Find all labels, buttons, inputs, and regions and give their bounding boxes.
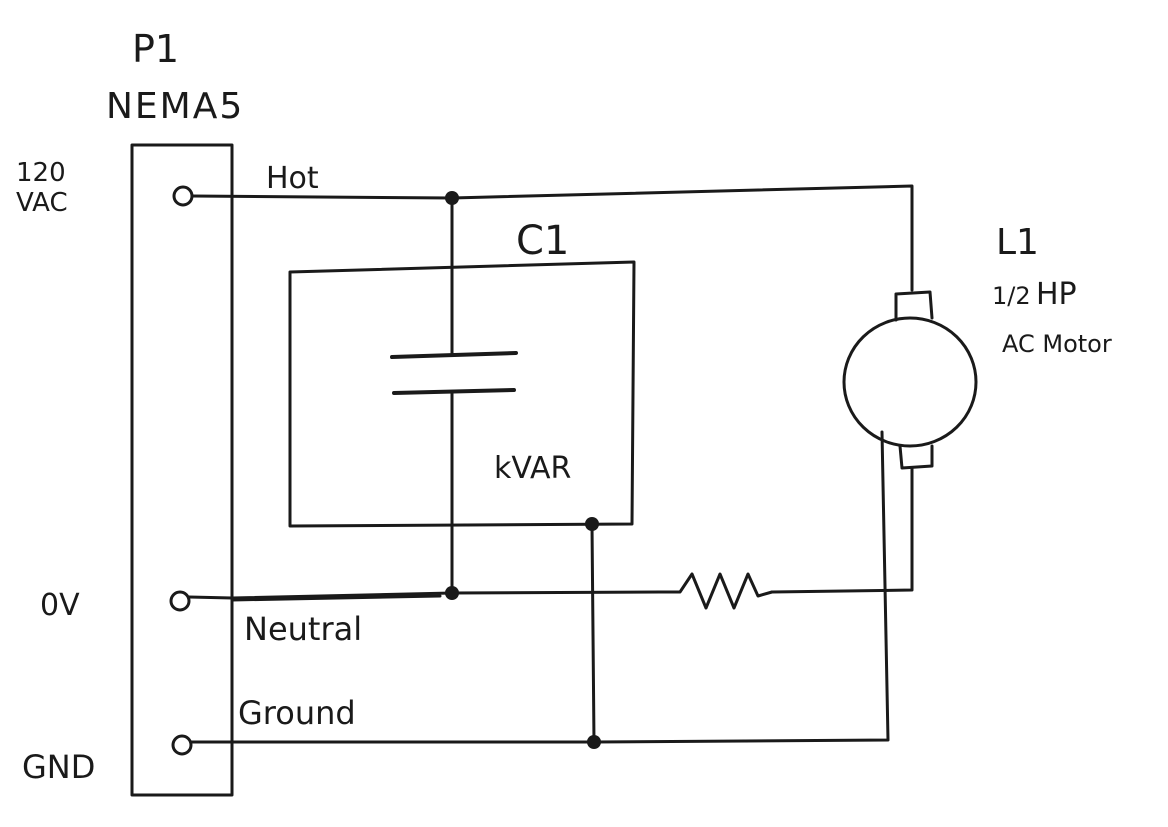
pin-label-120-line1: 120 xyxy=(16,158,66,188)
motor-top-terminal xyxy=(894,290,934,322)
capacitor-enclosure xyxy=(288,260,636,528)
capacitor-unit: kVAR xyxy=(494,451,571,486)
neutral-wire-thick xyxy=(230,594,442,602)
capacitor-ref: C1 xyxy=(516,218,569,264)
junction-hot xyxy=(445,191,459,205)
pin-label-gnd: GND xyxy=(22,748,95,786)
connector-p1: P1 NEMA5 xyxy=(106,27,244,797)
pin-label-0v: 0V xyxy=(40,588,80,623)
cap-ground-bond xyxy=(590,523,596,744)
pin-ground-terminal xyxy=(171,734,193,756)
motor-body xyxy=(842,316,978,448)
junction-neutral xyxy=(445,586,459,600)
motor-rating-unit: HP xyxy=(1036,277,1077,312)
junction-ground xyxy=(587,735,601,749)
resistor-symbol xyxy=(658,572,774,610)
motor-bottom-terminal xyxy=(898,444,934,470)
neutral-wire xyxy=(187,590,662,600)
capacitor-plate-top xyxy=(390,351,518,359)
motor-ref: L1 xyxy=(996,222,1039,263)
pin-hot-terminal xyxy=(172,185,194,207)
motor-l1: L1 1/2 HP AC Motor xyxy=(842,222,1112,470)
wire-label-ground: Ground xyxy=(238,694,356,732)
motor-rating-fraction: 1/2 xyxy=(992,282,1031,310)
capacitor-plate-bottom xyxy=(392,388,516,395)
wire-label-hot: Hot xyxy=(266,161,319,196)
capacitor-c1: C1 kVAR xyxy=(288,218,636,528)
pin-neutral-terminal xyxy=(169,590,191,612)
pin-label-vac-line2: VAC xyxy=(16,188,68,218)
neutral-wire-to-motor xyxy=(770,466,914,594)
motor-description: AC Motor xyxy=(1002,330,1112,358)
connector-body xyxy=(130,143,234,797)
wire-label-neutral: Neutral xyxy=(244,610,362,648)
hot-wire xyxy=(190,184,914,292)
connector-ref: P1 xyxy=(132,27,179,71)
wires xyxy=(187,184,914,744)
ground-wire xyxy=(189,430,890,744)
connector-type: NEMA5 xyxy=(106,86,244,127)
